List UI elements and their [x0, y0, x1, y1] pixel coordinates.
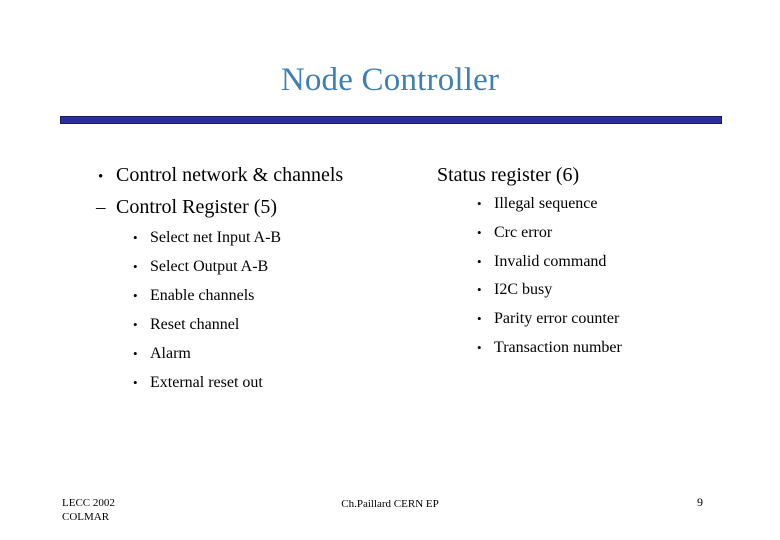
list-item: • Select net Input A-B: [86, 223, 446, 252]
list-item-label: Crc error: [494, 223, 553, 241]
list-item-label: Select net Input A-B: [150, 229, 282, 246]
list-item: • Parity error counter: [430, 305, 760, 334]
bullet-icon: •: [477, 282, 482, 298]
footer-page-number: 9: [697, 495, 703, 509]
left-heading: • Control network & channels: [86, 160, 446, 192]
list-item-label: Illegal sequence: [494, 195, 598, 212]
title-divider-bar: [60, 116, 722, 124]
list-item-label: Enable channels: [150, 287, 255, 304]
bullet-icon: •: [477, 224, 482, 240]
bullet-icon: •: [133, 230, 138, 245]
left-content-column: • Control network & channels – Control R…: [86, 160, 446, 397]
list-item-label: Alarm: [150, 345, 191, 362]
bullet-icon: •: [133, 375, 138, 390]
list-item: • Illegal sequence: [430, 190, 760, 219]
list-item-label: Reset channel: [150, 316, 240, 333]
right-heading: Status register (6): [430, 160, 760, 190]
bullet-icon: •: [133, 346, 138, 361]
slide-title: Node Controller: [280, 62, 500, 98]
bullet-icon: •: [477, 339, 482, 355]
list-item: • Select Output A-B: [86, 252, 446, 281]
dash-icon: –: [96, 197, 106, 218]
bullet-icon: •: [133, 259, 138, 274]
footer-event-name: LECC 2002: [62, 497, 115, 509]
right-heading-label: Status register (6): [437, 164, 580, 186]
list-item: • Alarm: [86, 339, 446, 368]
list-item-label: Invalid command: [494, 252, 607, 270]
list-item-label: I2C busy: [494, 281, 553, 299]
list-item-label: Select Output A-B: [150, 258, 269, 275]
list-item: • I2C busy: [430, 276, 760, 305]
list-item: • External reset out: [86, 368, 446, 397]
right-content-column: Status register (6) • Illegal sequence •…: [430, 160, 760, 363]
list-item: • Transaction number: [430, 334, 760, 363]
left-subheading-label: Control Register (5): [116, 196, 278, 218]
bullet-icon: •: [133, 317, 138, 332]
bullet-icon: •: [477, 311, 482, 327]
list-item: • Reset channel: [86, 310, 446, 339]
bullet-icon: •: [477, 253, 482, 269]
list-item-label: External reset out: [150, 374, 263, 391]
footer-left: LECC 2002 COLMAR: [62, 496, 115, 524]
bullet-icon: •: [98, 169, 104, 185]
list-item: • Enable channels: [86, 281, 446, 310]
list-item-label: Transaction number: [494, 338, 622, 356]
left-subheading: – Control Register (5): [86, 192, 446, 223]
list-item-label: Parity error counter: [494, 310, 620, 328]
list-item: • Crc error: [430, 219, 760, 248]
left-heading-label: Control network & channels: [116, 164, 344, 186]
bullet-icon: •: [133, 288, 138, 303]
footer-event-location: COLMAR: [62, 511, 110, 523]
footer-author: Ch.Paillard CERN EP: [341, 498, 439, 510]
bullet-icon: •: [477, 196, 482, 211]
list-item: • Invalid command: [430, 248, 760, 277]
